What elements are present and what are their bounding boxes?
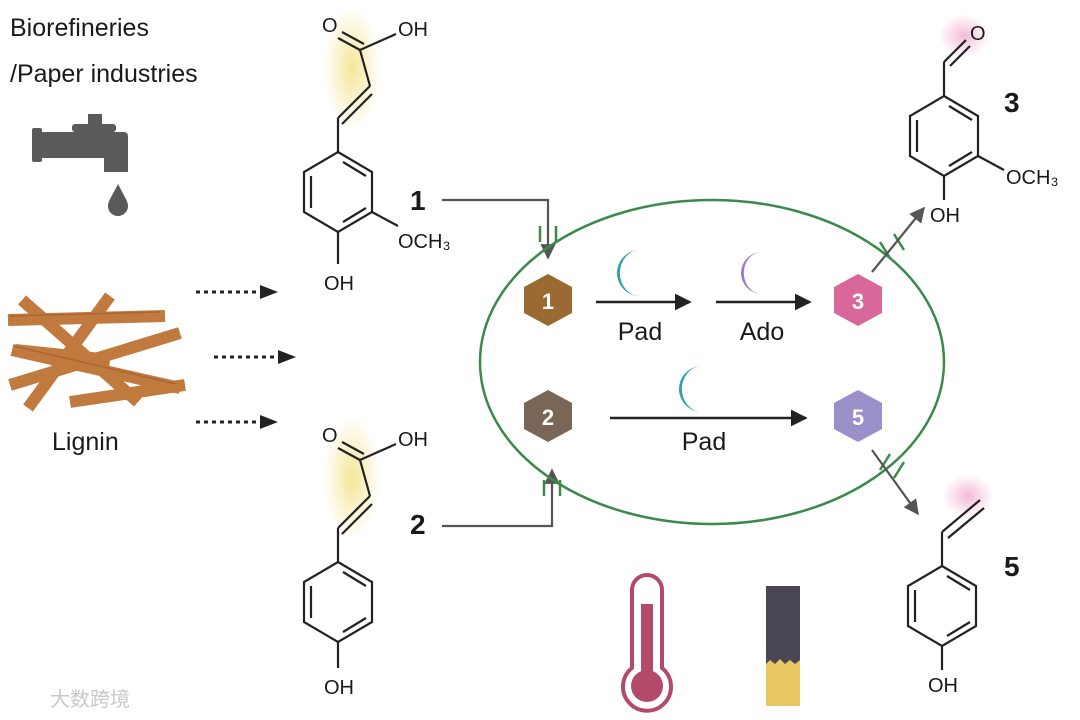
dotted-arrows [196,290,280,424]
compound-1-structure [302,6,399,264]
membrane-channels [538,226,906,496]
thermometer-icon [621,573,673,713]
compound-1-och3: OCH₃ [398,231,451,253]
enzyme-label-pad-2: Pad [682,428,726,456]
enzyme-label-pad-1: Pad [618,318,662,346]
hex-product-5-label: 5 [852,405,864,430]
compound-1-oh-top: OH [398,19,428,41]
pad-enzyme-icon-2 [679,366,702,412]
hex-substrate-2 [524,390,572,442]
source-label-line1: Biorefineries [10,14,149,42]
water-drop-icon [108,184,128,216]
compound-2-number: 2 [410,509,426,540]
compound-2-o: O [322,425,338,447]
feed-arrow-2 [442,468,560,528]
ado-enzyme-icon [741,252,762,294]
compound-3-och3: OCH₃ [1006,167,1059,189]
feed-arrow-1 [442,198,556,260]
compound-3-o: O [970,23,986,45]
enzyme-label-ado: Ado [740,318,784,346]
compound-5-structure [906,474,994,670]
hex-substrate-1 [524,274,572,326]
source-label-line2: /Paper industries [10,60,198,88]
watermark: 大数跨境 [50,687,130,711]
compound-1-oh-bottom: OH [324,273,354,295]
compound-2-structure [302,416,397,668]
cell-membrane [478,198,946,526]
compound-2-oh-bottom: OH [324,677,354,699]
hex-product-3 [834,274,882,326]
compound-1-o: O [322,15,338,37]
hex-substrate-2-label: 2 [542,405,554,430]
hex-product-3-label: 3 [852,289,864,314]
pad-enzyme-icon [617,250,640,296]
export-arrow-3 [871,206,925,273]
compound-1-number: 1 [410,185,426,216]
compound-5-number: 5 [1004,551,1020,582]
export-arrow-5 [871,449,919,516]
compound-3-number: 3 [1004,87,1020,118]
lignin-label: Lignin [52,428,119,456]
water-tap-icon [32,114,128,172]
compound-2-oh-top: OH [398,429,428,451]
test-strip-icon [766,586,800,706]
compound-3-oh-bottom: OH [930,205,960,227]
hex-product-5 [834,390,882,442]
compound-3-structure [908,14,1005,200]
hex-substrate-1-label: 1 [542,289,554,314]
lignin-wood-icon [7,292,186,412]
compound-5-oh-bottom: OH [928,675,958,697]
